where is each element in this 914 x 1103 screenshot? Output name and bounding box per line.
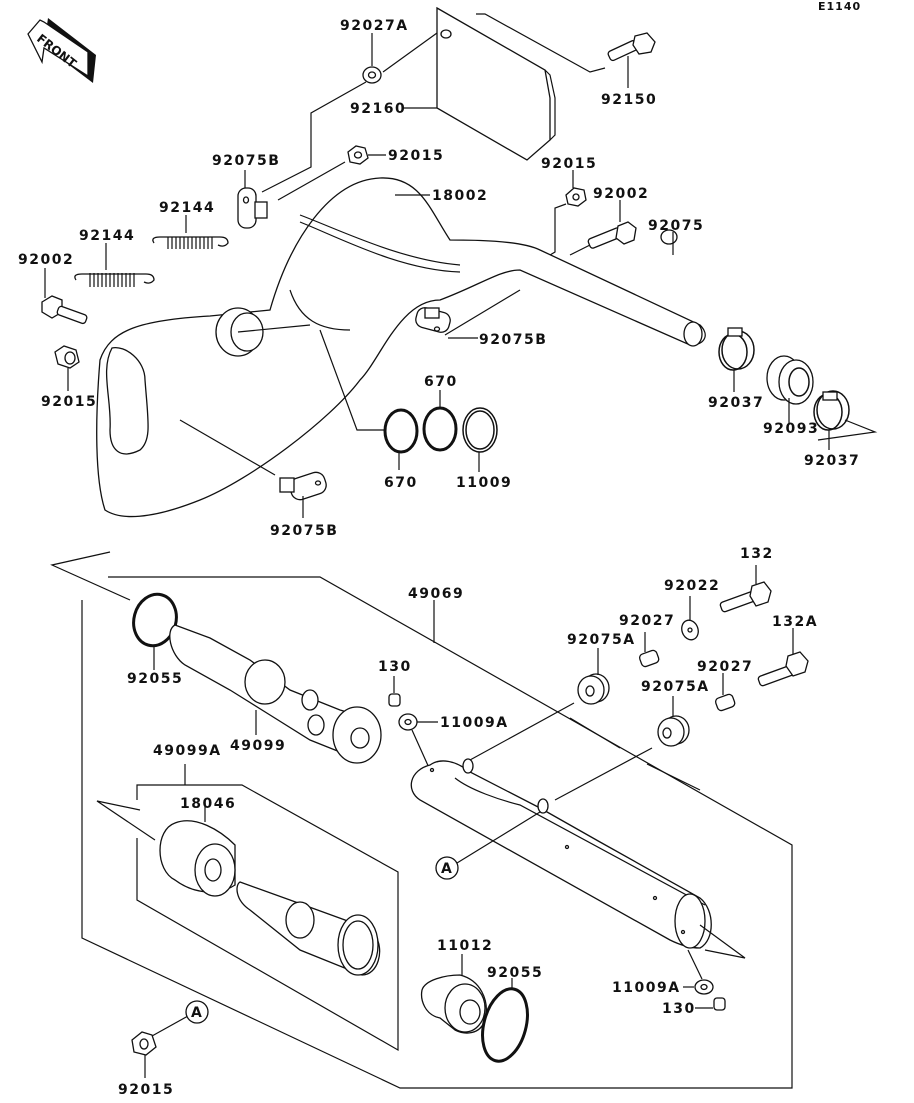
label-49099: 49099: [230, 738, 286, 754]
collar-92027-b: [714, 693, 736, 712]
label-92075A-a: 92075A: [567, 632, 636, 648]
packing-18046: [159, 820, 236, 897]
label-11012: 11012: [437, 938, 493, 954]
bracket-92075B-top: [237, 187, 268, 229]
label-92027-b: 92027: [697, 659, 753, 675]
label-130-top: 130: [378, 659, 412, 675]
label-92144-a: 92144: [159, 200, 215, 216]
bolt-92002-right: [587, 221, 637, 249]
silencer-49069: [410, 758, 712, 949]
label-92075A-b: 92075A: [641, 679, 710, 695]
washer-11009A-top: [398, 713, 418, 731]
reference-marker-a-lower: A: [185, 1000, 209, 1024]
label-92002-right: 92002: [593, 186, 649, 202]
washer-11009A-bottom: [694, 979, 714, 995]
reference-marker-a-upper-label: A: [441, 861, 453, 877]
label-11009: 11009: [456, 475, 512, 491]
nut-92015-mid: [565, 187, 587, 207]
spring-92144-upper: [152, 236, 229, 249]
collar-92027-a: [638, 649, 660, 668]
label-92093: 92093: [763, 421, 819, 437]
bracket-92075B-low: [279, 471, 327, 501]
end-cap-11012: [420, 974, 487, 1034]
label-92075: 92075: [648, 218, 704, 234]
label-92037-b: 92037: [804, 453, 860, 469]
label-92144-b: 92144: [79, 228, 135, 244]
label-92075B-low: 92075B: [270, 523, 338, 539]
clamp-92037-a: [718, 327, 755, 371]
label-670-bottom: 670: [384, 475, 418, 491]
reference-marker-a-upper: A: [435, 856, 459, 880]
label-92015-mid: 92015: [541, 156, 597, 172]
connector-92093: [766, 355, 814, 405]
reference-marker-a-lower-label: A: [191, 1005, 203, 1021]
bushing-92075A-a: [577, 673, 610, 705]
label-92075B-top: 92075B: [212, 153, 280, 169]
label-11009A-bottom: 11009A: [612, 980, 681, 996]
bolt-92002-left: [41, 295, 88, 325]
bushing-92075A-b: [657, 715, 690, 747]
label-92055-bottom: 92055: [487, 965, 543, 981]
baffle-assembly-inner: [236, 881, 381, 976]
label-670-top: 670: [424, 374, 458, 390]
label-92075B-mid: 92075B: [479, 332, 547, 348]
label-132A: 132A: [772, 614, 818, 630]
label-92037-a: 92037: [708, 395, 764, 411]
spring-92144-lower: [74, 273, 155, 287]
bolt-132: [719, 581, 772, 613]
label-92027-a: 92027: [619, 613, 675, 629]
gasket-670-a: [383, 408, 419, 454]
label-18002: 18002: [432, 188, 488, 204]
gasket-670-b: [422, 406, 458, 452]
washer-92022: [681, 619, 699, 641]
label-49069: 49069: [408, 586, 464, 602]
clamp-92037-b: [813, 390, 850, 431]
label-92015-left: 92015: [41, 394, 97, 410]
label-18046: 18046: [180, 796, 236, 812]
label-92027A: 92027A: [340, 18, 409, 34]
label-92015-top: 92015: [388, 148, 444, 164]
o-ring-92055-bottom: [481, 987, 529, 1063]
exhaust-pipe-18002: [96, 177, 706, 518]
label-11009A-top: 11009A: [440, 715, 509, 731]
screw-130-top: [388, 693, 401, 707]
bolt-132A: [757, 651, 809, 687]
label-92055-top: 92055: [127, 671, 183, 687]
bolt-92150: [607, 32, 656, 62]
washer-92027A: [362, 66, 382, 84]
label-92002-left: 92002: [18, 252, 74, 268]
bracket-92075B-mid: [415, 307, 451, 333]
nut-92015-top: [347, 145, 369, 165]
label-92160: 92160: [350, 101, 406, 117]
diagram-code: E1140: [818, 0, 861, 13]
label-132: 132: [740, 546, 774, 562]
nut-92015-bottom: [131, 1031, 157, 1056]
label-92150: 92150: [601, 92, 657, 108]
nut-92015-left: [54, 345, 80, 369]
baffle-49099: [169, 624, 382, 764]
label-130-bottom: 130: [662, 1001, 696, 1017]
label-49099A: 49099A: [153, 743, 222, 759]
label-92022: 92022: [664, 578, 720, 594]
label-92015-bottom: 92015: [118, 1082, 174, 1098]
heat-shield-plate: [436, 6, 556, 161]
gasket-11009: [462, 407, 498, 453]
screw-130-bottom: [713, 997, 726, 1011]
front-arrow-icon: FRONT: [27, 18, 96, 83]
